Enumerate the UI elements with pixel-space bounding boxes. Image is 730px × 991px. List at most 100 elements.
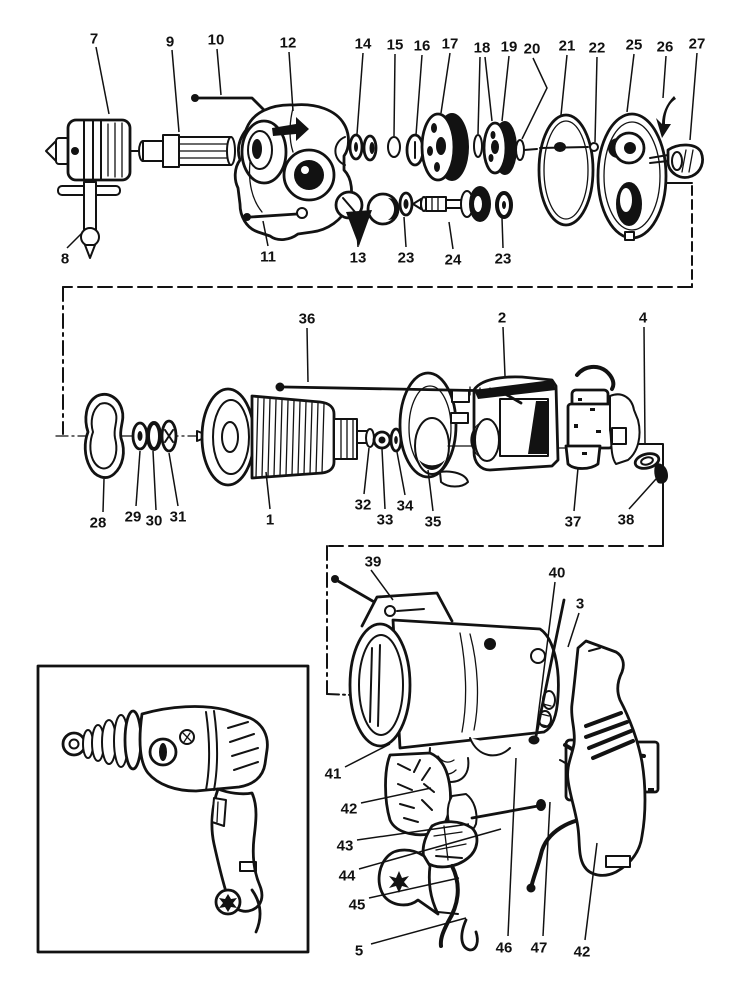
part-label-40: 40: [549, 565, 566, 582]
part-label-20: 20: [524, 41, 541, 58]
part-label-1: 1: [266, 512, 274, 529]
part-label-46: 46: [496, 940, 513, 957]
part-label-16: 16: [414, 38, 431, 55]
part-label-26: 26: [657, 39, 674, 56]
leader-line-26: [662, 55, 667, 99]
part-label-2: 2: [498, 310, 506, 327]
leader-line-35: [427, 469, 434, 512]
washers-14-drawing: [348, 133, 378, 162]
gear-19-drawing: [482, 121, 517, 175]
handle-housing-drawing: [566, 639, 647, 877]
leader-line-41: [344, 743, 391, 768]
washer-23a-drawing: [398, 191, 414, 217]
leader-line-37: [573, 467, 579, 512]
part-label-38: 38: [618, 512, 635, 529]
brush-plate-drawing: [83, 392, 125, 479]
lever-ring-4-drawing: [633, 452, 661, 470]
part-label-25: 25: [626, 37, 643, 54]
side-handle-drawing: [649, 143, 704, 179]
leader-line-30: [152, 450, 157, 511]
part-label-3: 3: [576, 596, 584, 613]
leader-line-21: [560, 54, 568, 116]
part-label-44: 44: [339, 868, 356, 885]
part-label-23: 23: [398, 250, 415, 267]
part-label-37: 37: [565, 514, 582, 531]
leader-line-7: [95, 46, 110, 115]
part-label-42: 42: [341, 801, 358, 818]
spindle-drawing: [138, 134, 236, 168]
leader-line-32: [363, 447, 370, 495]
part-label-28: 28: [90, 515, 107, 532]
leader-line-46: [507, 757, 517, 937]
leader-line-18: [484, 56, 493, 122]
inset-drill-drawing: [61, 705, 269, 934]
part-label-5: 5: [355, 943, 363, 960]
part-label-29: 29: [125, 509, 142, 526]
part-label-19: 19: [501, 39, 518, 56]
screw-10-drawing: [191, 94, 266, 112]
leader-line-5: [370, 917, 467, 945]
part-label-47: 47: [531, 940, 548, 957]
part-label-7: 7: [90, 31, 98, 48]
leader-line-44: [358, 828, 502, 870]
part-label-35: 35: [425, 514, 442, 531]
ring-15-drawing: [387, 136, 401, 158]
leader-line-20: [521, 57, 548, 140]
field-coil-drawing: [470, 375, 567, 472]
washers-29-30-31-drawing: [131, 419, 210, 453]
part-label-30: 30: [146, 513, 163, 530]
part-label-11: 11: [260, 249, 276, 266]
part-label-14: 14: [355, 36, 372, 53]
armature-drawing: [200, 387, 370, 487]
leader-line-34: [396, 451, 406, 496]
leader-line-9: [171, 49, 180, 133]
leader-line-25: [626, 53, 635, 113]
bottom-assembly-drawing: [331, 575, 660, 952]
part-label-21: 21: [559, 38, 576, 55]
leader-line-42: [584, 842, 598, 941]
selector-cam-drawing: [334, 190, 400, 246]
part-label-27: 27: [689, 36, 706, 53]
gearcase-cover-drawing: [596, 112, 668, 241]
leader-line-23: [501, 217, 504, 249]
pinion-shaft-drawing: [412, 186, 491, 222]
part-label-42: 42: [574, 944, 591, 961]
screw-11-drawing: [243, 207, 308, 221]
detent-22-drawing: [539, 142, 599, 152]
screw-40-drawing: [528, 598, 566, 745]
screw-36-drawing: [275, 382, 523, 405]
leader-line-10: [216, 48, 222, 96]
part-label-15: 15: [387, 37, 404, 54]
leader-line-33: [381, 448, 386, 510]
plate-44-detail: [433, 825, 467, 861]
leader-line-14: [356, 52, 364, 135]
direction-arrow-26-drawing: [656, 96, 676, 138]
gear-housing-drawing: [233, 103, 353, 241]
leader-line-43: [356, 823, 470, 841]
section-connector-lines: [55, 182, 693, 698]
chuck-drawing: [45, 118, 143, 182]
part-label-10: 10: [208, 32, 225, 49]
leader-line-8: [66, 232, 83, 249]
leader-line-18: [477, 56, 481, 135]
leader-line-19: [501, 55, 510, 122]
wire-47-drawing: [526, 816, 598, 893]
leader-line-1: [265, 471, 271, 510]
part-label-45: 45: [349, 897, 366, 914]
part-label-8: 8: [61, 251, 69, 268]
leader-line-39: [370, 569, 394, 601]
bearing-bracket-drawing: [398, 371, 473, 488]
inset-box: [36, 664, 310, 954]
leader-line-38: [628, 478, 657, 510]
gear-17-drawing: [420, 112, 469, 182]
leader-line-16: [415, 54, 423, 136]
part-label-32: 32: [355, 497, 372, 514]
part-label-36: 36: [299, 311, 316, 328]
leader-line-40: [535, 581, 556, 734]
part-label-23: 23: [495, 251, 512, 268]
motor-housing-drawing: [348, 591, 560, 783]
leader-line-47: [542, 801, 551, 937]
spacer-20-drawing: [515, 139, 538, 161]
